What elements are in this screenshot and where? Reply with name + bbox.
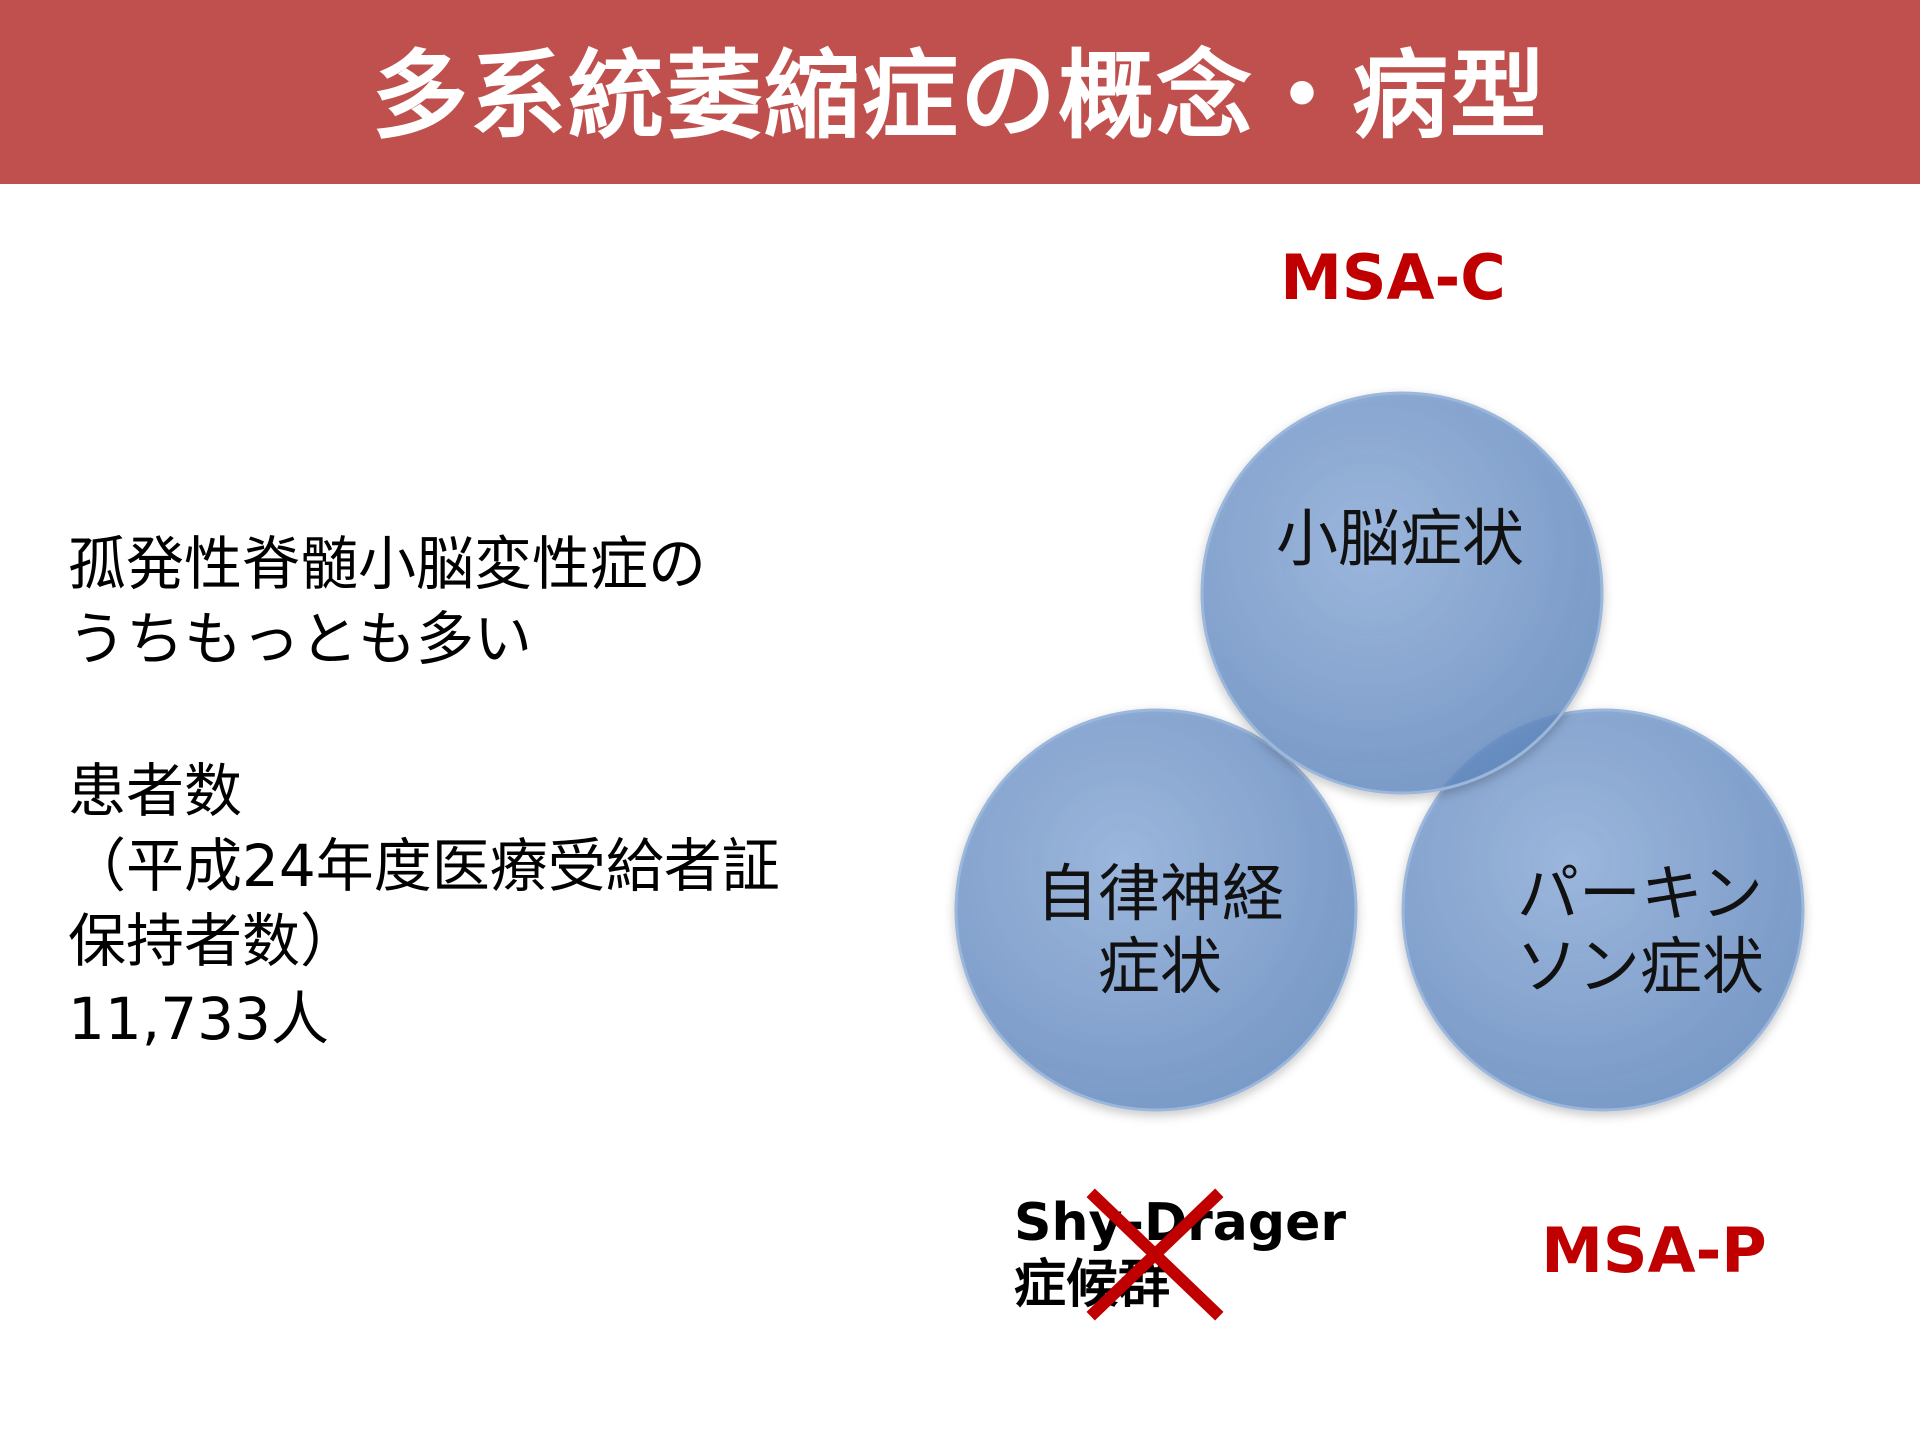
parkinsonian-circle xyxy=(1401,708,1805,1112)
msa-c-label: MSA-C xyxy=(1280,241,1506,314)
parkinsonian-label-line-1: パーキン xyxy=(1517,857,1763,930)
page-title: 多系統萎縮症の概念・病型 xyxy=(372,39,1548,152)
patients-label: 患者数 xyxy=(68,757,243,825)
parkinsonian-label-line-2: ソン症状 xyxy=(1516,930,1764,1003)
autonomic-label-line-1: 自律神経 xyxy=(1036,857,1284,930)
msa-p-label: MSA-P xyxy=(1541,1214,1767,1287)
autonomic-label-line-2: 症状 xyxy=(1098,930,1222,1003)
patient-count: 11,733人 xyxy=(68,985,329,1053)
cerebellar-circle xyxy=(1200,391,1604,795)
intro-line-2: うちもっとも多い xyxy=(68,605,533,673)
autonomic-circle xyxy=(954,708,1358,1112)
patients-source-line-1: （平成24年度医療受給者証 xyxy=(68,832,780,900)
patients-source-line-2: 保持者数） xyxy=(68,907,359,975)
intro-line-1: 孤発性脊髄小脳変性症の xyxy=(68,530,707,598)
cerebellar-label: 小脳症状 xyxy=(1276,502,1524,575)
title-bar: 多系統萎縮症の概念・病型 xyxy=(0,0,1920,184)
strike-cross-icon xyxy=(1086,1188,1224,1321)
